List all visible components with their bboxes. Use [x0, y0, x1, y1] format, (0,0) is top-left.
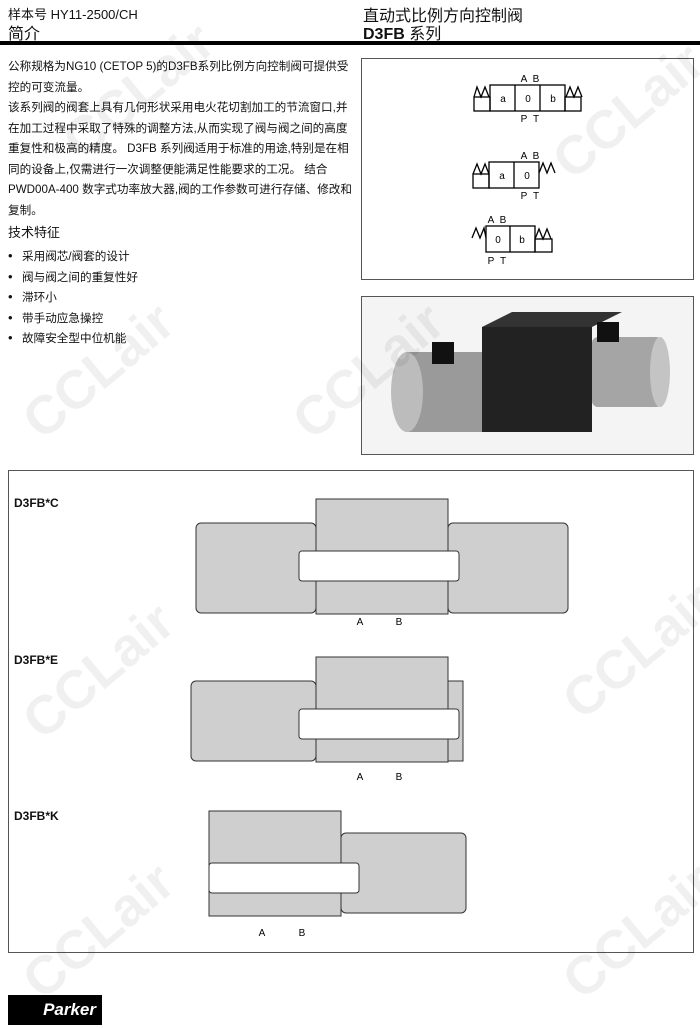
symbol-0: 0: [524, 171, 530, 182]
hydraulic-symbols-panel: a 0 b A B P T a 0 A B P T 0 b A B P T: [361, 58, 694, 280]
port-T: T: [533, 114, 539, 125]
section-label: D3FB*E: [14, 653, 59, 667]
sectional-drawings: A B A B A B: [190, 498, 569, 939]
feature-item: 采用阀芯/阀套的设计: [8, 246, 138, 267]
features-list: 采用阀芯/阀套的设计 阀与阀之间的重复性好 滞环小 带手动应急操控 故障安全型中…: [8, 246, 138, 349]
port-A-label: A: [357, 617, 364, 628]
port-A: A: [488, 215, 495, 226]
port-P: P: [488, 256, 495, 267]
section-label: D3FB*K: [14, 809, 59, 823]
series-title: D3FB 系列: [363, 20, 441, 44]
port-B: B: [533, 74, 540, 85]
header-rule: [0, 41, 700, 45]
feature-item: 阀与阀之间的重复性好: [8, 267, 138, 288]
symbol-0: 0: [495, 235, 501, 246]
hydraulic-symbols: a 0 b A B P T a 0 A B P T 0 b A B P T: [471, 74, 583, 267]
symbol-b: b: [519, 235, 525, 246]
valve-image: [391, 312, 670, 432]
port-B-label: B: [299, 928, 306, 939]
symbol-0: 0: [525, 94, 531, 105]
intro-text: 公称规格为NG10 (CETOP 5)的D3FB系列比例方向控制阀可提供受控的可…: [8, 60, 352, 217]
feature-item: 故障安全型中位机能: [8, 328, 138, 349]
series-suffix: 系列: [404, 26, 442, 43]
port-B-label: B: [396, 772, 403, 783]
port-B: B: [500, 215, 507, 226]
page-title: 直动式比例方向控制阀: [363, 8, 524, 25]
port-B-label: B: [396, 617, 403, 628]
port-A-label: A: [259, 928, 266, 939]
features-heading: 技术特征: [8, 225, 61, 240]
valve-photo: [361, 296, 694, 455]
port-P: P: [521, 114, 528, 125]
section-title: 简介: [8, 26, 41, 43]
series-code: D3FB: [363, 26, 405, 43]
feature-item: 滞环小: [8, 287, 138, 308]
symbol-b: b: [550, 94, 556, 105]
sectional-views-panel: D3FB*C D3FB*E D3FB*K A B A B A B: [8, 470, 694, 953]
symbol-a: a: [499, 171, 505, 182]
port-B: B: [533, 151, 540, 162]
port-A: A: [521, 151, 528, 162]
port-A-label: A: [357, 772, 364, 783]
port-T: T: [533, 191, 539, 202]
parker-logo: Parker: [8, 995, 102, 1025]
port-A: A: [521, 74, 528, 85]
section-label: D3FB*C: [14, 496, 59, 510]
catalog-number: 样本号 HY11-2500/CH: [8, 7, 138, 22]
symbol-a: a: [500, 94, 506, 105]
port-T: T: [500, 256, 506, 267]
feature-item: 带手动应急操控: [8, 308, 138, 329]
port-P: P: [521, 191, 528, 202]
